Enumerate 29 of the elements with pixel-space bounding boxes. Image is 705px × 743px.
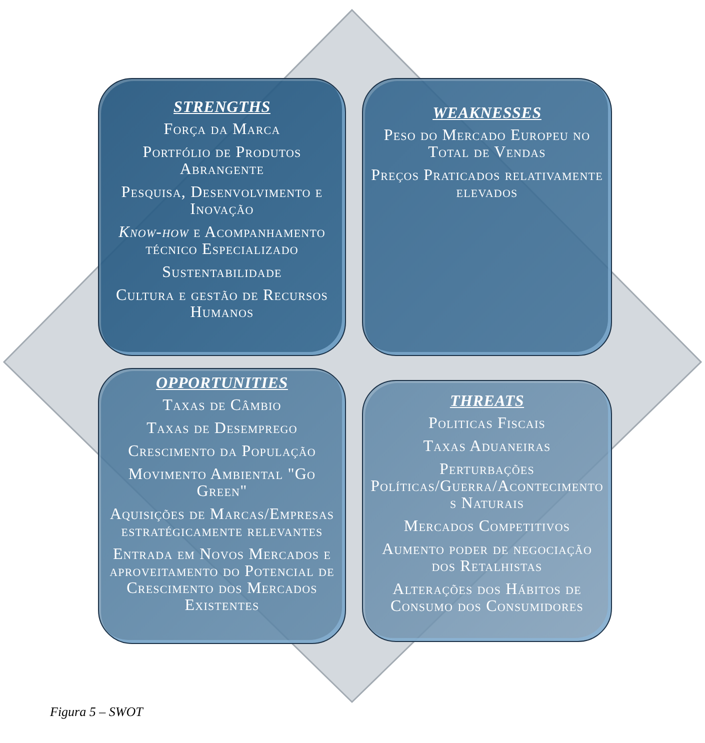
- list-item: Preços Praticados relativamente elevados: [370, 167, 604, 201]
- list-item: Cultura e gestão de Recursos Humanos: [114, 287, 330, 321]
- list-item: Mercados Competitivos: [402, 518, 572, 535]
- list-item: Alterações dos Hábitos de Consumo dos Consumidores: [390, 581, 584, 615]
- list-item: Pesquisa, Desenvolvimento e Inovação: [120, 184, 324, 218]
- list-item: Politicas Fiscais: [428, 415, 546, 432]
- quadrant-heading: STRENGTHS: [174, 99, 270, 117]
- list-item: Taxas Aduaneiras: [422, 438, 552, 455]
- swot-quadrant: [98, 368, 346, 644]
- list-item: Movimento Ambiental "Go Green": [127, 466, 317, 500]
- quadrant-heading: THREATS: [450, 393, 524, 411]
- list-item: Taxas de Desemprego: [146, 420, 298, 437]
- list-item: Força da Marca: [162, 121, 282, 138]
- swot-quadrant: [362, 380, 612, 642]
- list-item: Perturbações Políticas/Guerra/Acontecimentos Naturais: [370, 461, 604, 512]
- list-item: Crescimento da População: [127, 443, 317, 460]
- list-item: Sustentabilidade: [161, 264, 283, 281]
- figure-caption: Figura 5 – SWOT: [50, 704, 143, 720]
- list-item: Taxas de Câmbio: [162, 397, 282, 414]
- list-item: Entrada em Novos Mercados e aproveitamento do Potencial de Crescimento dos Mercados Existentes: [108, 546, 336, 614]
- swot-quadrant: [362, 78, 612, 356]
- list-item: Peso do Mercado Europeu no Total de Vendas: [382, 127, 592, 161]
- list-item: Aumento poder de negociação dos Retalhistas: [380, 541, 594, 575]
- list-item: Aquisições de Marcas/Empresas estratégicamente relevantes: [108, 506, 336, 540]
- swot-quadrant: [98, 78, 346, 356]
- list-item: Portfólio de Produtos Abrangente: [142, 144, 302, 178]
- quadrant-heading: OPPORTUNITIES: [156, 375, 288, 393]
- list-item: Know-how e Acompanhamento técnico Especializado: [118, 224, 326, 258]
- quadrant-heading: WEAKNESSES: [432, 105, 542, 123]
